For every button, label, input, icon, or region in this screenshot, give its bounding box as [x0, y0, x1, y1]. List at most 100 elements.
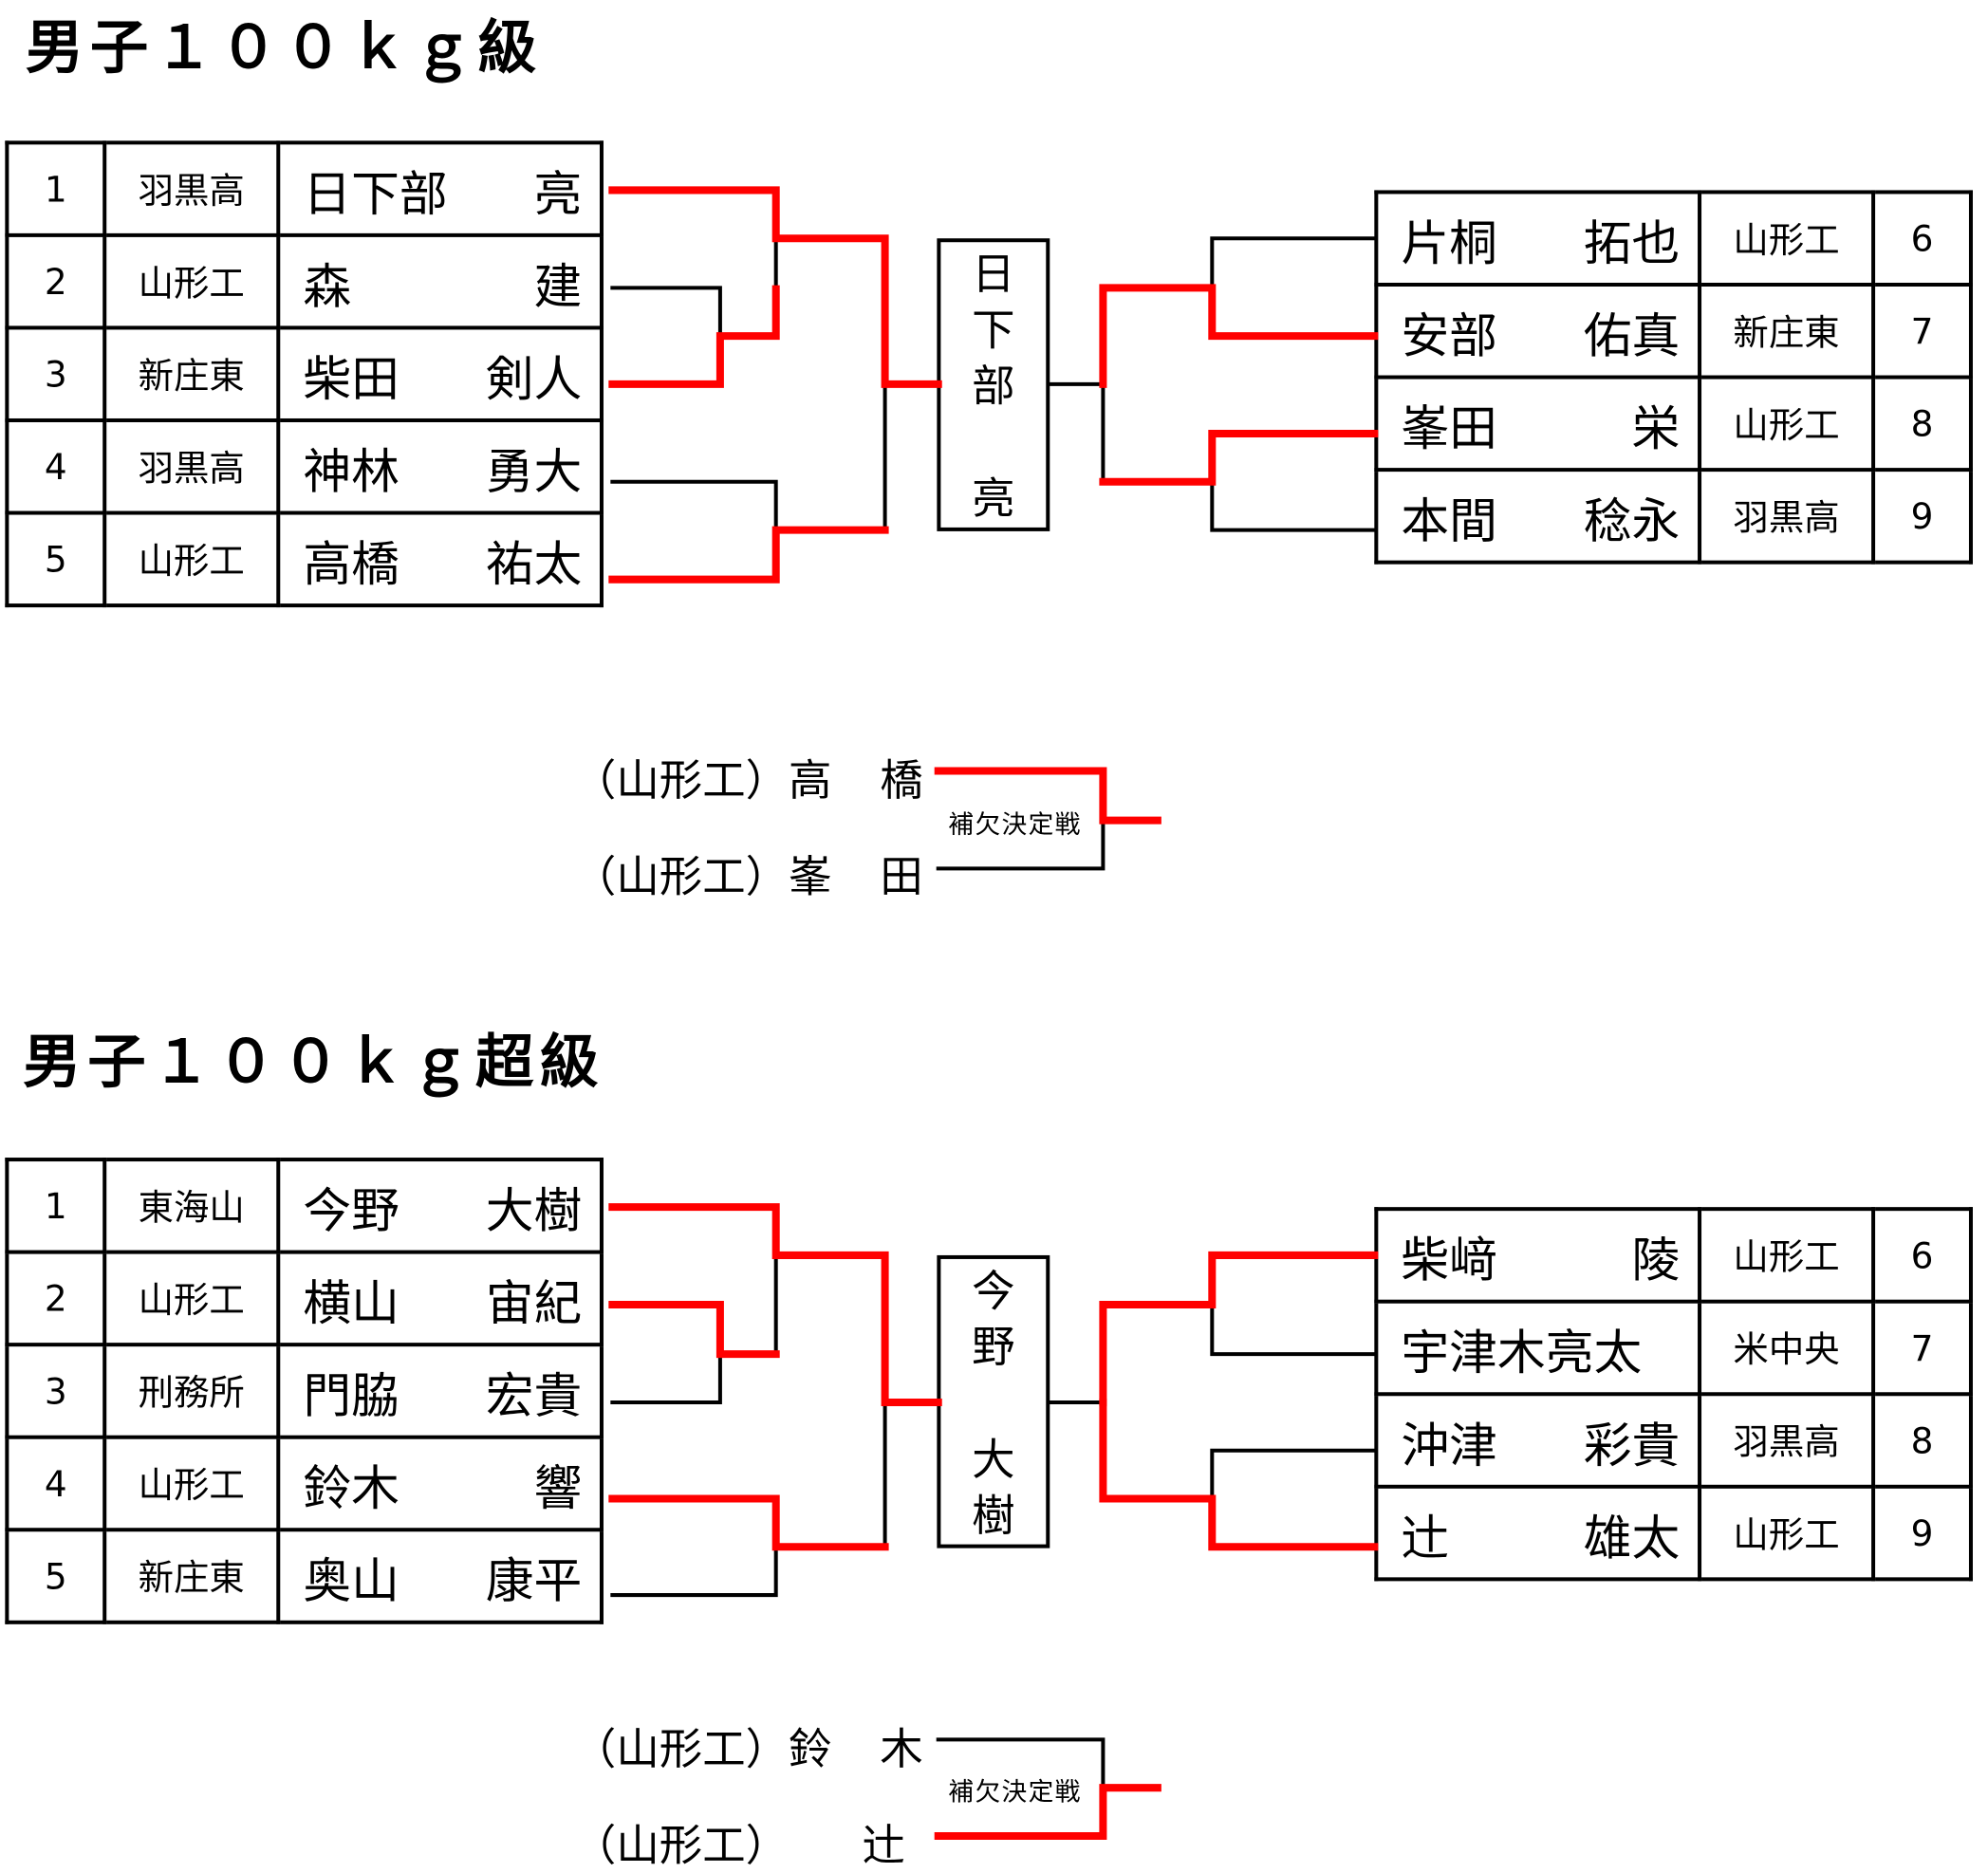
given-name: 佑真	[1583, 307, 1681, 363]
seed-number: 6	[1871, 1207, 1973, 1304]
family-name: 奥山	[303, 1552, 399, 1609]
athlete-name: 日下部 亮	[276, 140, 604, 237]
playoff-family: 高	[789, 755, 832, 807]
seed-number: 5	[5, 1528, 107, 1624]
winner-char: 野	[972, 1323, 1015, 1374]
table-row: 宇津木亮太 米中央 7	[1374, 1299, 1973, 1397]
school-name: 山形工	[1698, 190, 1876, 287]
athlete-name: 森建	[276, 232, 604, 330]
school-name: 羽黒高	[1698, 468, 1876, 565]
school-name: 羽黒高	[1698, 1392, 1876, 1489]
seed-number: 2	[5, 232, 107, 330]
athlete-name: 今野大樹	[276, 1158, 604, 1254]
playoff-given: 木	[880, 1724, 923, 1775]
table-row: 沖津彩貴 羽黒高 8	[1374, 1392, 1973, 1489]
given-name: 響	[533, 1459, 583, 1516]
table-row: 本間稔永 羽黒高 9	[1374, 468, 1973, 565]
playoff-given: 田	[880, 851, 923, 903]
school-name: 山形工	[102, 1435, 281, 1532]
winner-char: 大	[972, 1435, 1015, 1486]
school-name: 東海山	[102, 1158, 281, 1254]
table-row: 1 羽黒高 日下部亮	[5, 140, 604, 237]
given-name: 宏貴	[485, 1367, 583, 1423]
school-name: 新庄東	[1698, 282, 1876, 380]
family-name: 本間	[1401, 492, 1497, 548]
athlete-name: 鈴木響	[276, 1435, 604, 1532]
seed-number: 1	[5, 1158, 107, 1254]
seed-number: 2	[5, 1250, 107, 1347]
athlete-name: 柴﨑 陵	[1374, 1207, 1702, 1304]
athlete-name: 片桐拓也	[1374, 190, 1702, 287]
seed-number: 9	[1871, 1484, 1973, 1582]
right-entries-table: 片桐拓也 山形工 6 安部佑真 新庄東 7 峯田栄 山形工 8 本間稔永 羽黒高…	[1374, 190, 1973, 565]
given-name: 陵	[1631, 1232, 1681, 1289]
athlete-name: 安部 佑真	[1374, 282, 1702, 380]
table-row: 3 刑務所 門脇宏貴	[5, 1343, 604, 1439]
school-name: 山形工	[1698, 375, 1876, 473]
seed-number: 4	[5, 1435, 107, 1532]
given-name: 宙紀	[485, 1274, 583, 1331]
playoff-school: （山形工）	[572, 755, 790, 807]
seed-number: 6	[1871, 190, 1973, 287]
given-name: 康平	[485, 1552, 583, 1609]
winner-char: 部	[972, 362, 1015, 413]
athlete-name: 宇津木亮太	[1374, 1299, 1702, 1397]
school-name: 山形工	[102, 232, 281, 330]
seed-number: 9	[1871, 468, 1973, 565]
playoff-entry-bottom: （山形工） 辻	[573, 1810, 905, 1872]
table-row: 安部 佑真 新庄東 7	[1374, 282, 1973, 380]
playoff-given: 辻	[862, 1820, 905, 1872]
given-name: 亮	[533, 165, 583, 222]
athlete-name: 本間稔永	[1374, 468, 1702, 565]
left-entries-table: 1 羽黒高 日下部亮 2 山形工 森建 3 新庄東 柴田剣人 4 羽黒高 神林勇…	[5, 140, 604, 608]
winner-char: 今	[972, 1266, 1015, 1318]
family-name: 日下部	[303, 165, 448, 222]
playoff-given: 橋	[880, 755, 923, 807]
table-row: 2 山形工 横山 宙紀	[5, 1250, 604, 1347]
seed-number: 7	[1871, 1299, 1973, 1397]
athlete-name: 高橋祐太	[276, 510, 604, 608]
athlete-name: 峯田栄	[1374, 375, 1702, 473]
playoff-school: （山形工）	[572, 1820, 790, 1872]
family-name: 片桐	[1401, 214, 1497, 271]
school-name: 新庄東	[102, 1528, 281, 1624]
school-name: 山形工	[102, 1250, 281, 1347]
seed-number: 7	[1871, 282, 1973, 380]
winner-char: 亮	[972, 473, 1015, 525]
table-row: 1 東海山 今野大樹	[5, 1158, 604, 1254]
seed-number: 3	[5, 325, 107, 422]
family-name: 柴﨑	[1401, 1232, 1497, 1289]
winner-char: 樹	[972, 1491, 1015, 1542]
given-name: 建	[533, 257, 583, 314]
winner-char: 下	[972, 306, 1015, 357]
playoff-family: 峯	[789, 851, 832, 903]
table-row: 4 山形工 鈴木響	[5, 1435, 604, 1532]
seed-number: 3	[5, 1343, 107, 1439]
playoff-entry-top: （山形工）鈴木	[573, 1715, 923, 1776]
family-name: 神林	[303, 443, 399, 499]
school-name: 米中央	[1698, 1299, 1876, 1397]
bracket-title: 男子１００ｋｇ級	[25, 12, 543, 82]
given-name: 祐太	[485, 535, 583, 592]
seed-number: 8	[1871, 1392, 1973, 1489]
seed-number: 1	[5, 140, 107, 237]
given-name: 雄太	[1583, 1509, 1681, 1566]
family-name: 安部	[1401, 307, 1497, 363]
playoff-school: （山形工）	[572, 1724, 790, 1775]
school-name: 新庄東	[102, 325, 281, 422]
table-row: 5 山形工 高橋祐太	[5, 510, 604, 608]
playoff-family: 鈴	[789, 1724, 832, 1775]
family-name: 門脇	[303, 1367, 399, 1423]
table-row: 辻雄太 山形工 9	[1374, 1484, 1973, 1582]
given-name: 栄	[1631, 399, 1681, 456]
athlete-name: 奥山 康平	[276, 1528, 604, 1624]
playoff-caption: 補欠決定戦	[948, 1776, 1082, 1808]
family-name: 柴田	[303, 350, 399, 407]
athlete-name: 辻雄太	[1374, 1484, 1702, 1582]
playoff-entry-bottom: （山形工）峯田	[573, 842, 923, 903]
given-name: 剣人	[485, 350, 583, 407]
family-name: 横山	[303, 1274, 399, 1331]
given-name: 彩貴	[1583, 1417, 1681, 1474]
table-row: 片桐拓也 山形工 6	[1374, 190, 1973, 287]
